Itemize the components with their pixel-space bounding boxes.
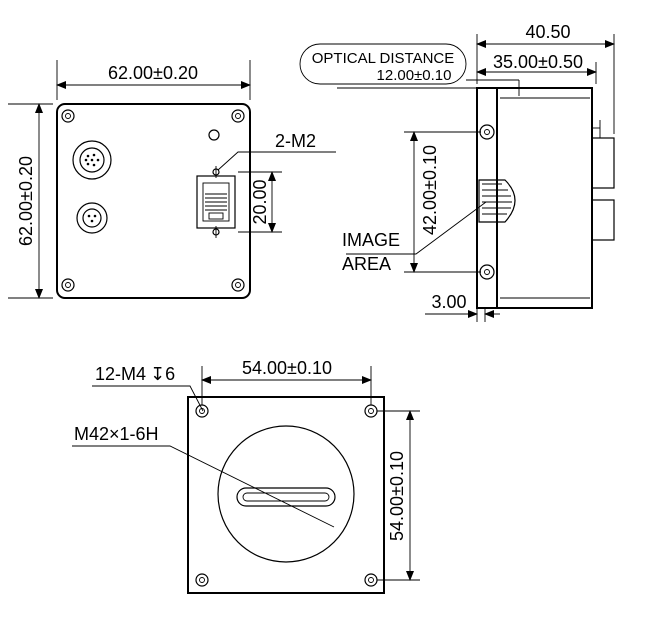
connector-dim: 20.00 xyxy=(250,179,270,224)
screw-leader xyxy=(217,151,336,171)
back-corner-hole xyxy=(61,109,75,123)
back-body-outline xyxy=(56,103,251,299)
back-corner-hole xyxy=(231,109,245,123)
lens-mount-circle xyxy=(217,425,355,563)
optical-distance-label: OPTICAL DISTANCE xyxy=(312,50,455,67)
power-io-connector-icon xyxy=(72,140,112,180)
side-body xyxy=(496,87,593,309)
trigger-connector-icon xyxy=(76,202,108,234)
side-flange xyxy=(476,87,498,309)
overall-length-dim: 40.50 xyxy=(525,22,570,42)
front-body-outline xyxy=(187,396,385,594)
mount-spacing-dim: 42.00±0.10 xyxy=(420,145,440,235)
thread-callout: M42×1-6H xyxy=(74,424,159,444)
back-view: 62.00±0.20 62.00±0.20 2-M2 20.00 xyxy=(8,60,336,299)
hole-callout-depth: 6 xyxy=(165,364,175,384)
flange-thickness-dim: 3.00 xyxy=(431,292,466,312)
image-area-leader xyxy=(346,201,487,255)
back-height-dim: 62.00±0.20 xyxy=(16,156,36,246)
image-area-label-2: AREA xyxy=(342,254,391,274)
rear-connector xyxy=(591,137,615,189)
status-led-icon xyxy=(208,129,220,141)
front-corner-hole xyxy=(364,573,378,587)
back-corner-hole xyxy=(61,278,75,292)
optical-distance-value: 12.00±0.10 xyxy=(377,67,452,84)
side-mount-hole xyxy=(479,264,495,280)
optical-distance-bubble xyxy=(299,43,467,85)
hole-callout-leader xyxy=(92,385,204,412)
thread-callout-leader xyxy=(72,445,335,528)
hole-spacing-h-dim: 54.00±0.10 xyxy=(242,358,332,378)
front-view: 12-M4↧6 M42×1-6H 54.00±0.10 54.00±0.10 xyxy=(72,358,420,594)
hole-callout-prefix: 12-M4 xyxy=(95,364,146,384)
depth-symbol-icon: ↧ xyxy=(150,364,165,384)
rear-connector xyxy=(591,199,615,241)
image-area-label-1: IMAGE xyxy=(342,230,400,250)
hole-callout: 12-M4↧6 xyxy=(95,364,175,384)
body-length-dim: 35.00±0.50 xyxy=(493,52,583,72)
ethernet-jack-icon xyxy=(196,166,236,238)
screw-callout: 2-M2 xyxy=(275,131,316,151)
back-width-dim: 62.00±0.20 xyxy=(108,63,198,83)
sensor-slot xyxy=(236,487,336,507)
side-view: 40.50 35.00±0.50 OPTICAL DISTANCE 12.00±… xyxy=(299,22,615,322)
image-sensor-icon xyxy=(478,179,516,223)
side-mount-hole xyxy=(479,124,495,140)
back-corner-hole xyxy=(231,278,245,292)
front-corner-hole xyxy=(195,573,209,587)
front-corner-hole xyxy=(195,404,209,418)
hole-spacing-v-dim: 54.00±0.10 xyxy=(387,451,407,541)
front-corner-hole xyxy=(364,404,378,418)
